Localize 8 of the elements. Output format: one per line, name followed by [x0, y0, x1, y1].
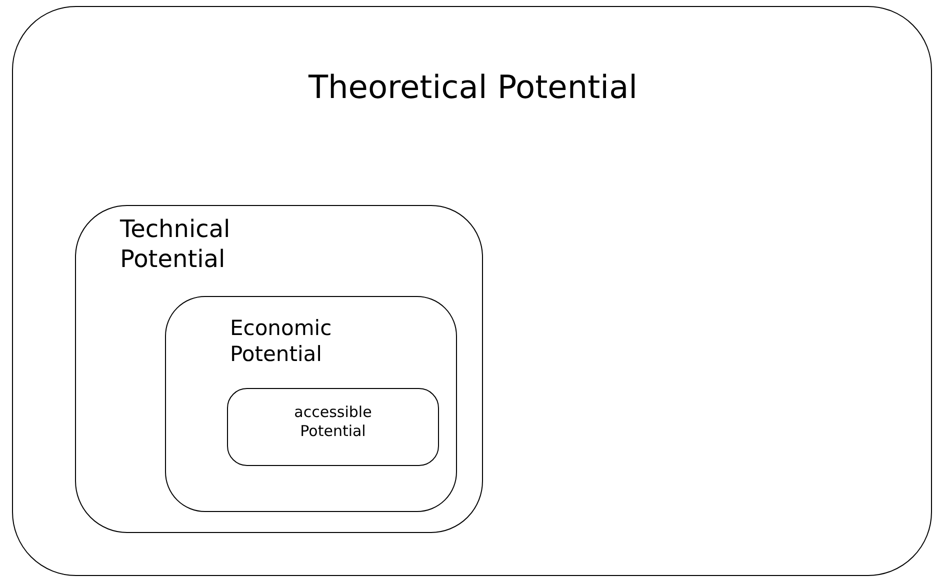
box-label: Technical Potential: [120, 214, 232, 274]
rounded-box: [165, 296, 457, 512]
rounded-box: [227, 388, 439, 466]
box-label: accessible Potential: [293, 403, 373, 440]
rounded-box: [75, 205, 483, 533]
box-label: Theoretical Potential: [307, 67, 639, 107]
box-label: Economic Potential: [230, 315, 333, 368]
rounded-box: [12, 6, 932, 576]
